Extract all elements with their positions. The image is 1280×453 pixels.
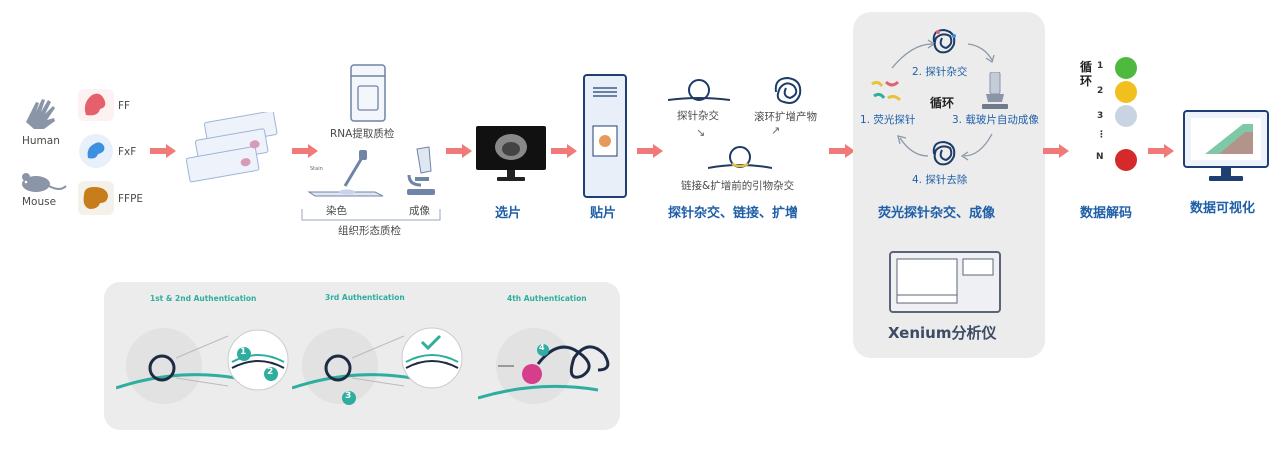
- rna-qc-label: RNA提取质检: [330, 128, 395, 140]
- auth-1-illustration: [116, 328, 289, 404]
- flow-arrow-icon: [1043, 144, 1069, 158]
- cycle-title: 荧光探针杂交、成像: [878, 206, 996, 221]
- xenium-instrument-icon: [889, 251, 1001, 313]
- stain-small-label: Stain: [310, 166, 323, 172]
- badge-4-label: 4: [539, 343, 545, 352]
- brain-monitor-icon: [476, 126, 546, 181]
- mounted-slide-icon: [583, 74, 627, 198]
- badge-1: [237, 347, 251, 361]
- flow-arrow-icon: [637, 144, 663, 158]
- decode-row-n: N: [1096, 152, 1104, 162]
- decode-row-2: 2: [1097, 86, 1104, 96]
- select-step-label: 选片: [495, 206, 522, 221]
- fxf-tissue-icon: [79, 134, 113, 168]
- mouse-icon: [22, 173, 67, 192]
- human-label: Human: [22, 135, 60, 147]
- badge-4: [537, 344, 549, 356]
- instrument-label: Xenium分析仪: [888, 324, 997, 342]
- staining-dropper-icon: [307, 150, 384, 197]
- decode-row-3: 3: [1097, 111, 1104, 121]
- decode-blobs-icon: [1115, 57, 1137, 171]
- badge-3-label: 3: [345, 391, 352, 401]
- badge-1-label: 1: [240, 347, 247, 357]
- cycle-center-label: 循环: [930, 96, 955, 110]
- tissue-slides-icon: [185, 112, 278, 183]
- badge-3: [342, 391, 356, 405]
- padlock-probe-icon: [668, 79, 730, 101]
- decode-step-label: 数据解码: [1080, 206, 1133, 221]
- morphology-qc-label: 组织形态质检: [338, 225, 401, 237]
- ffpe-label: FFPE: [118, 193, 144, 205]
- auth-4-label: 4th Authentication: [507, 294, 587, 303]
- cycle-step-2: 2. 探针杂交: [912, 66, 968, 78]
- ligation-label: 链接&扩增前的引物杂交: [681, 180, 795, 192]
- cycle-arrows: [891, 39, 995, 161]
- hyb-step-title: 探针杂交、链接、扩增: [668, 206, 799, 221]
- decode-cycle-label: 循环: [1080, 60, 1093, 88]
- auth-3-label: 3rd Authentication: [325, 293, 405, 302]
- rca-product-icon: [774, 76, 802, 104]
- probe-removal-blob-icon: [932, 140, 956, 166]
- auth-4-illustration: [478, 328, 610, 404]
- badge-2: [264, 367, 278, 381]
- visualize-step-label: 数据可视化: [1190, 201, 1256, 216]
- auth-1-label: 1st & 2nd Authentication: [150, 294, 257, 303]
- probe-hyb-label: 探针杂交: [677, 110, 719, 122]
- flow-arrow-icon: [1148, 144, 1174, 158]
- microscope-icon: [407, 146, 435, 195]
- flow-arrow-icon: [150, 144, 176, 158]
- up-arrow-icon: ↗: [771, 124, 781, 137]
- stain-label: 染色: [326, 205, 347, 217]
- imaging-label: 成像: [409, 205, 430, 217]
- mouse-label: Mouse: [22, 196, 57, 208]
- fxf-label: FxF: [118, 146, 137, 158]
- flow-arrow-icon: [446, 144, 472, 158]
- mount-step-label: 贴片: [590, 206, 617, 221]
- ff-tissue-icon: [78, 89, 114, 121]
- flow-arrow-icon: [292, 144, 318, 158]
- cycle-step-1: 1. 荧光探针: [860, 114, 916, 126]
- flow-arrow-icon: [829, 144, 855, 158]
- visualization-monitor-icon: [1183, 110, 1269, 181]
- rca-label: 滚环扩增产物: [754, 111, 817, 123]
- rca-blob-icon: [932, 28, 956, 54]
- qc-bracket: [301, 209, 441, 221]
- badge-2-label: 2: [267, 367, 274, 377]
- flow-arrow-icon: [551, 144, 577, 158]
- rna-tube-icon: [350, 64, 386, 122]
- down-arrow-icon: ↘: [696, 126, 706, 139]
- imager-icon: [982, 72, 1008, 109]
- auth-3-illustration: [292, 327, 463, 404]
- fluorescent-probes-icon: [871, 80, 902, 102]
- ffpe-tissue-icon: [78, 181, 114, 215]
- human-hand-icon: [26, 99, 55, 129]
- ligation-probe-icon: [708, 146, 772, 169]
- ff-label: FF: [118, 100, 131, 112]
- cycle-step-3: 3. 载玻片自动成像: [952, 114, 1039, 126]
- cycle-step-4: 4. 探针去除: [912, 174, 968, 186]
- decode-row-dots: ⋮: [1097, 130, 1106, 140]
- decode-row-1: 1: [1097, 61, 1104, 71]
